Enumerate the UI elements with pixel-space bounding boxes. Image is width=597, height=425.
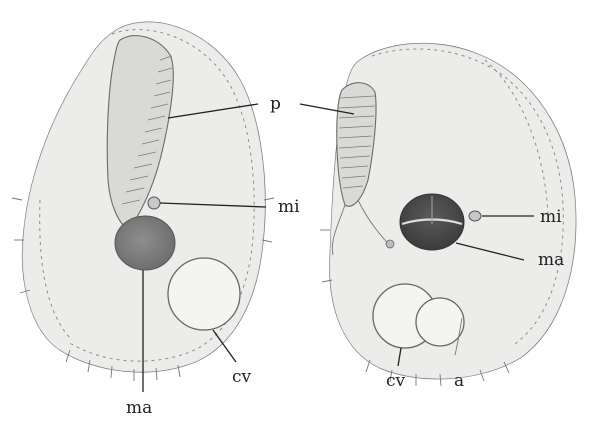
right-cell (320, 44, 576, 386)
left-micronucleus (148, 197, 160, 209)
label-p: p (270, 94, 281, 114)
label-left-ma: ma (126, 398, 152, 418)
right-micronucleus (469, 211, 481, 221)
left-macronucleus (115, 216, 175, 270)
label-left-cv: cv (232, 367, 252, 387)
label-right-ma: ma (538, 250, 564, 270)
label-right-mi: mi (540, 207, 562, 227)
left-contractile-vacuole (168, 258, 240, 330)
label-right-cv: cv (386, 371, 406, 391)
label-right-a: a (454, 371, 464, 391)
label-left-mi: mi (278, 197, 300, 217)
right-contractile-vacuole-2 (416, 298, 464, 346)
